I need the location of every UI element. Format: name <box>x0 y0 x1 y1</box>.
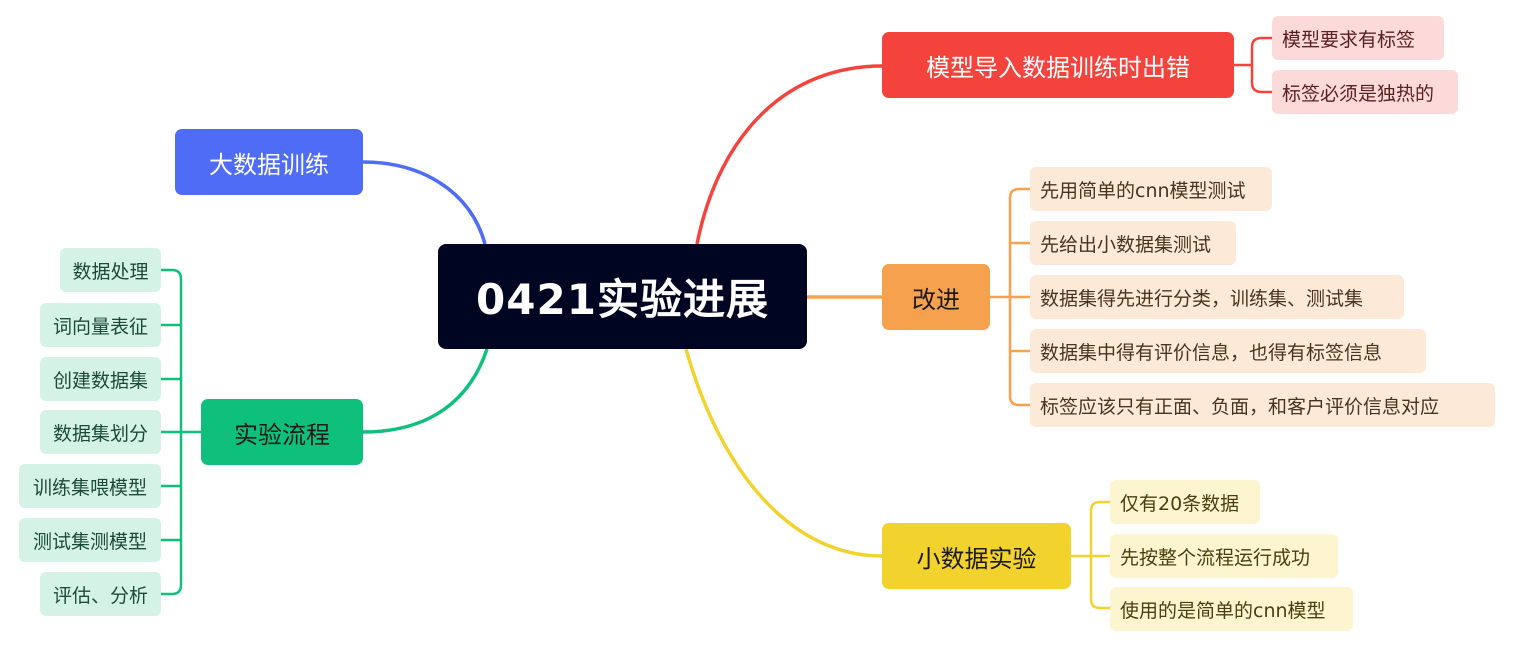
connector-improve-children <box>990 187 1030 407</box>
leaf-process-3[interactable]: 创建数据集 <box>40 357 161 401</box>
leaf-improve-1[interactable]: 先用简单的cnn模型测试 <box>1030 167 1272 211</box>
leaf-small-3[interactable]: 使用的是简单的cnn模型 <box>1110 587 1353 631</box>
connector-central-big <box>362 160 487 245</box>
connector-central-error <box>695 64 883 245</box>
leaf-process-1[interactable]: 数据处理 <box>60 248 161 292</box>
connector-process-children <box>161 268 201 596</box>
leaf-process-5[interactable]: 训练集喂模型 <box>19 464 161 508</box>
central-topic[interactable]: 0421实验进展 <box>438 244 807 349</box>
leaf-process-4[interactable]: 数据集划分 <box>40 410 161 454</box>
leaf-error-2[interactable]: 标签必须是独热的 <box>1272 70 1458 114</box>
connector-error-children <box>1234 36 1272 94</box>
leaf-improve-2[interactable]: 先给出小数据集测试 <box>1030 221 1236 265</box>
leaf-process-2[interactable]: 词向量表征 <box>40 303 161 347</box>
leaf-improve-3[interactable]: 数据集得先进行分类，训练集、测试集 <box>1030 275 1404 319</box>
connector-central-small <box>684 348 883 558</box>
branch-experiment-process[interactable]: 实验流程 <box>201 399 363 465</box>
leaf-process-6[interactable]: 测试集测模型 <box>19 518 161 562</box>
branch-big-data-training[interactable]: 大数据训练 <box>175 129 363 195</box>
connector-central-process <box>362 348 489 434</box>
branch-small-experiment[interactable]: 小数据实验 <box>882 523 1071 589</box>
leaf-error-1[interactable]: 模型要求有标签 <box>1272 16 1444 60</box>
branch-improve[interactable]: 改进 <box>882 264 990 330</box>
leaf-process-7[interactable]: 评估、分析 <box>40 572 161 616</box>
leaf-small-2[interactable]: 先按整个流程运行成功 <box>1110 534 1338 578</box>
leaf-improve-4[interactable]: 数据集中得有评价信息，也得有标签信息 <box>1030 329 1426 373</box>
leaf-improve-5[interactable]: 标签应该只有正面、负面，和客户评价信息对应 <box>1030 383 1495 427</box>
branch-error[interactable]: 模型导入数据训练时出错 <box>882 32 1234 98</box>
connector-small-children <box>1071 500 1110 610</box>
leaf-small-1[interactable]: 仅有20条数据 <box>1110 480 1260 524</box>
